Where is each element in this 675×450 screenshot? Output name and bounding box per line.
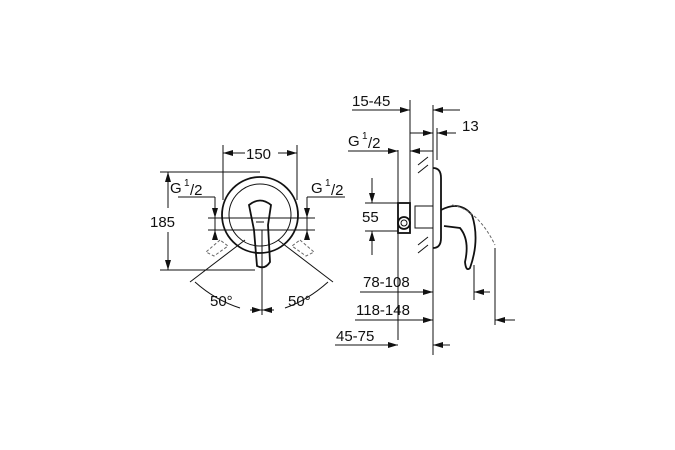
thread-right-den: /2 [331,182,344,199]
side-lever [440,205,477,271]
angle-right: 50° [288,293,311,310]
thread-left-den: /2 [190,182,203,199]
side-thread-g: G [348,133,360,150]
valve-body [397,202,411,234]
angle-left: 50° [210,293,233,310]
height-55-dimension: 55 [362,209,379,226]
thread-left-num: 1 [184,178,190,189]
escutcheon-inner [228,183,292,247]
escutcheon-plate [221,176,299,254]
wall-plate [432,167,442,249]
thread-left-g: G [170,180,182,197]
plate-dimension: 13 [462,118,479,135]
thread-right-num: 1 [325,178,331,189]
dimension-78-108: 78-108 [363,274,410,291]
thread-right-g: G [311,180,323,197]
front-view: 150 185 G 1 /2 G 1 /2 5 [150,145,345,315]
side-thread-num: 1 [362,131,368,142]
height-dimension: 185 [150,214,175,231]
pipe-connection [397,216,411,230]
width-dimension: 150 [246,146,271,163]
side-view: 15-45 13 G 1 /2 55 78-108 118-148 45-7 [335,93,515,355]
side-thread-den: /2 [368,135,381,152]
depth-range-dimension: 15-45 [352,93,390,110]
lever-handle [248,199,272,269]
dimension-118-148: 118-148 [356,302,410,319]
dimension-45-75: 45-75 [336,328,374,345]
